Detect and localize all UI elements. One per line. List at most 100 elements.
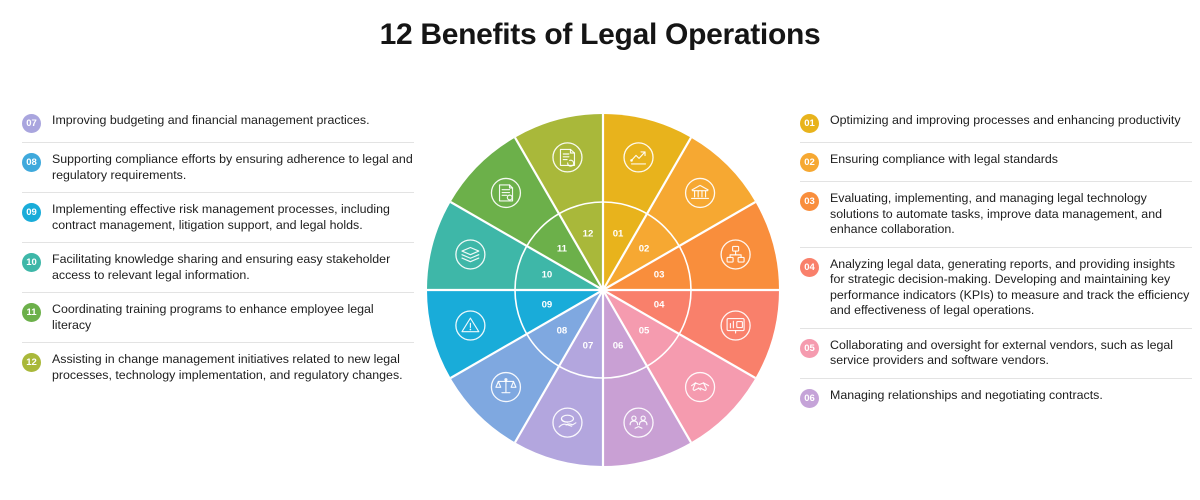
hub-number-02: 02: [639, 243, 650, 254]
benefit-item-04[interactable]: 04 Analyzing legal data, generating repo…: [800, 257, 1192, 329]
benefit-text-01: Optimizing and improving processes and e…: [830, 113, 1181, 127]
benefit-item-06[interactable]: 06 Managing relationships and negotiatin…: [800, 388, 1192, 417]
hierarchy-network-icon[interactable]: [720, 239, 751, 270]
benefit-text-02: Ensuring compliance with legal standards: [830, 152, 1058, 166]
handshake-icon[interactable]: [684, 371, 716, 403]
wheel-segment-09[interactable]: [427, 290, 603, 378]
benefit-item-05[interactable]: 05 Collaborating and oversight for exter…: [800, 338, 1192, 379]
hub-number-10: 10: [542, 269, 553, 280]
document-change-icon-glyph: [559, 148, 576, 167]
benefit-badge-03: 03: [800, 192, 819, 211]
handshake-icon-glyph: [690, 382, 710, 391]
scales-of-justice-icon-glyph: [495, 378, 517, 394]
wheel-segment-04[interactable]: [603, 290, 779, 378]
icon-ring: [623, 407, 654, 438]
benefit-item-12[interactable]: 12 Assisting in change management initia…: [22, 352, 414, 392]
benefit-badge-02: 02: [800, 153, 819, 172]
hub-ring: [514, 201, 692, 379]
presentation-chart-icon-glyph: [726, 317, 745, 334]
benefit-text-07: Improving budgeting and financial manage…: [52, 113, 370, 127]
benefit-badge-09: 09: [22, 203, 41, 222]
risk-warning-icon-glyph: [461, 317, 480, 333]
risk-warning-icon[interactable]: [455, 310, 486, 341]
hand-money-icon[interactable]: [552, 407, 583, 438]
benefit-text-11: Coordinating training programs to enhanc…: [52, 302, 374, 332]
hub-number-05: 05: [639, 326, 650, 337]
hierarchy-network-icon-glyph: [726, 245, 745, 263]
legal-document-icon-glyph: [498, 184, 514, 202]
benefit-badge-04: 04: [800, 257, 819, 277]
benefit-item-09[interactable]: 09 Implementing effective risk managemen…: [22, 202, 414, 243]
negotiation-contract-icon[interactable]: [623, 407, 654, 438]
wheel-segment-group: [427, 114, 779, 466]
benefit-badge-01: 01: [800, 114, 819, 133]
benefit-text-08: Supporting compliance efforts by ensurin…: [52, 152, 413, 182]
segment-icon-group: [455, 142, 751, 438]
wheel-segment-05[interactable]: [603, 290, 756, 443]
benefit-text-03: Evaluating, implementing, and managing l…: [830, 191, 1162, 236]
wheel-segment-03[interactable]: [603, 202, 779, 290]
benefit-badge-12: 12: [22, 353, 41, 372]
wheel-segment-08[interactable]: [450, 290, 603, 443]
benefit-item-01[interactable]: 01 Optimizing and improving processes an…: [800, 113, 1192, 143]
benefits-column-right: 01 Optimizing and improving processes an…: [800, 113, 1192, 426]
icon-ring: [455, 310, 486, 341]
benefit-text-10: Facilitating knowledge sharing and ensur…: [52, 252, 391, 282]
scales-of-justice-icon[interactable]: [490, 371, 522, 403]
icon-ring: [490, 177, 522, 209]
wheel-segment-06[interactable]: [603, 290, 691, 466]
wheel-segment-11[interactable]: [450, 137, 603, 290]
icon-ring: [490, 371, 522, 403]
hub-number-06: 06: [613, 341, 624, 352]
wheel-segment-12[interactable]: [515, 114, 603, 290]
benefit-item-02[interactable]: 02 Ensuring compliance with legal standa…: [800, 152, 1192, 182]
benefit-badge-11: 11: [22, 303, 41, 322]
document-change-icon[interactable]: [552, 142, 583, 173]
icon-ring: [720, 239, 751, 270]
benefit-badge-05: 05: [800, 338, 819, 358]
benefit-badge-06: 06: [800, 388, 819, 408]
icon-ring: [552, 142, 583, 173]
benefit-item-03[interactable]: 03 Evaluating, implementing, and managin…: [800, 191, 1192, 248]
negotiation-contract-icon-glyph: [629, 415, 648, 429]
stacked-books-icon-glyph: [461, 246, 480, 263]
benefit-badge-08: 08: [22, 153, 41, 172]
benefit-item-11[interactable]: 11 Coordinating training programs to enh…: [22, 302, 414, 343]
legal-document-icon[interactable]: [490, 177, 522, 209]
presentation-chart-icon[interactable]: [720, 310, 751, 341]
icon-ring: [455, 239, 486, 270]
stacked-books-icon[interactable]: [455, 239, 486, 270]
wheel-segment-07[interactable]: [515, 290, 603, 466]
page-title: 12 Benefits of Legal Operations: [379, 18, 821, 51]
benefit-text-04: Analyzing legal data, generating reports…: [830, 256, 1190, 318]
benefit-text-05: Collaborating and oversight for external…: [830, 337, 1174, 368]
benefits-column-left: 07 Improving budgeting and financial man…: [22, 113, 414, 401]
icon-ring: [684, 177, 716, 209]
hub-number-12: 12: [583, 228, 594, 239]
benefit-text-12: Assisting in change management initiativ…: [52, 352, 403, 382]
hub-number-09: 09: [542, 300, 553, 311]
hand-money-icon-glyph: [558, 414, 577, 428]
growth-arrow-icon[interactable]: [623, 142, 654, 173]
courthouse-icon[interactable]: [684, 177, 716, 209]
growth-arrow-icon-glyph: [630, 151, 647, 165]
icon-ring: [552, 407, 583, 438]
hub-number-11: 11: [557, 243, 568, 254]
hub-number-08: 08: [557, 326, 568, 337]
benefit-item-10[interactable]: 10 Facilitating knowledge sharing and en…: [22, 252, 414, 293]
icon-ring: [623, 142, 654, 173]
benefit-badge-07: 07: [22, 114, 41, 133]
wheel-segment-01[interactable]: [603, 114, 691, 290]
wheel-segment-10[interactable]: [427, 202, 603, 290]
courthouse-icon-glyph: [690, 184, 710, 200]
benefit-text-06: Managing relationships and negotiating c…: [830, 387, 1103, 402]
benefit-text-09: Implementing effective risk management p…: [52, 202, 390, 232]
benefit-item-08[interactable]: 08 Supporting compliance efforts by ensu…: [22, 152, 414, 193]
wheel-segment-02[interactable]: [603, 137, 756, 290]
benefit-item-07[interactable]: 07 Improving budgeting and financial man…: [22, 113, 414, 143]
icon-ring: [720, 310, 751, 341]
